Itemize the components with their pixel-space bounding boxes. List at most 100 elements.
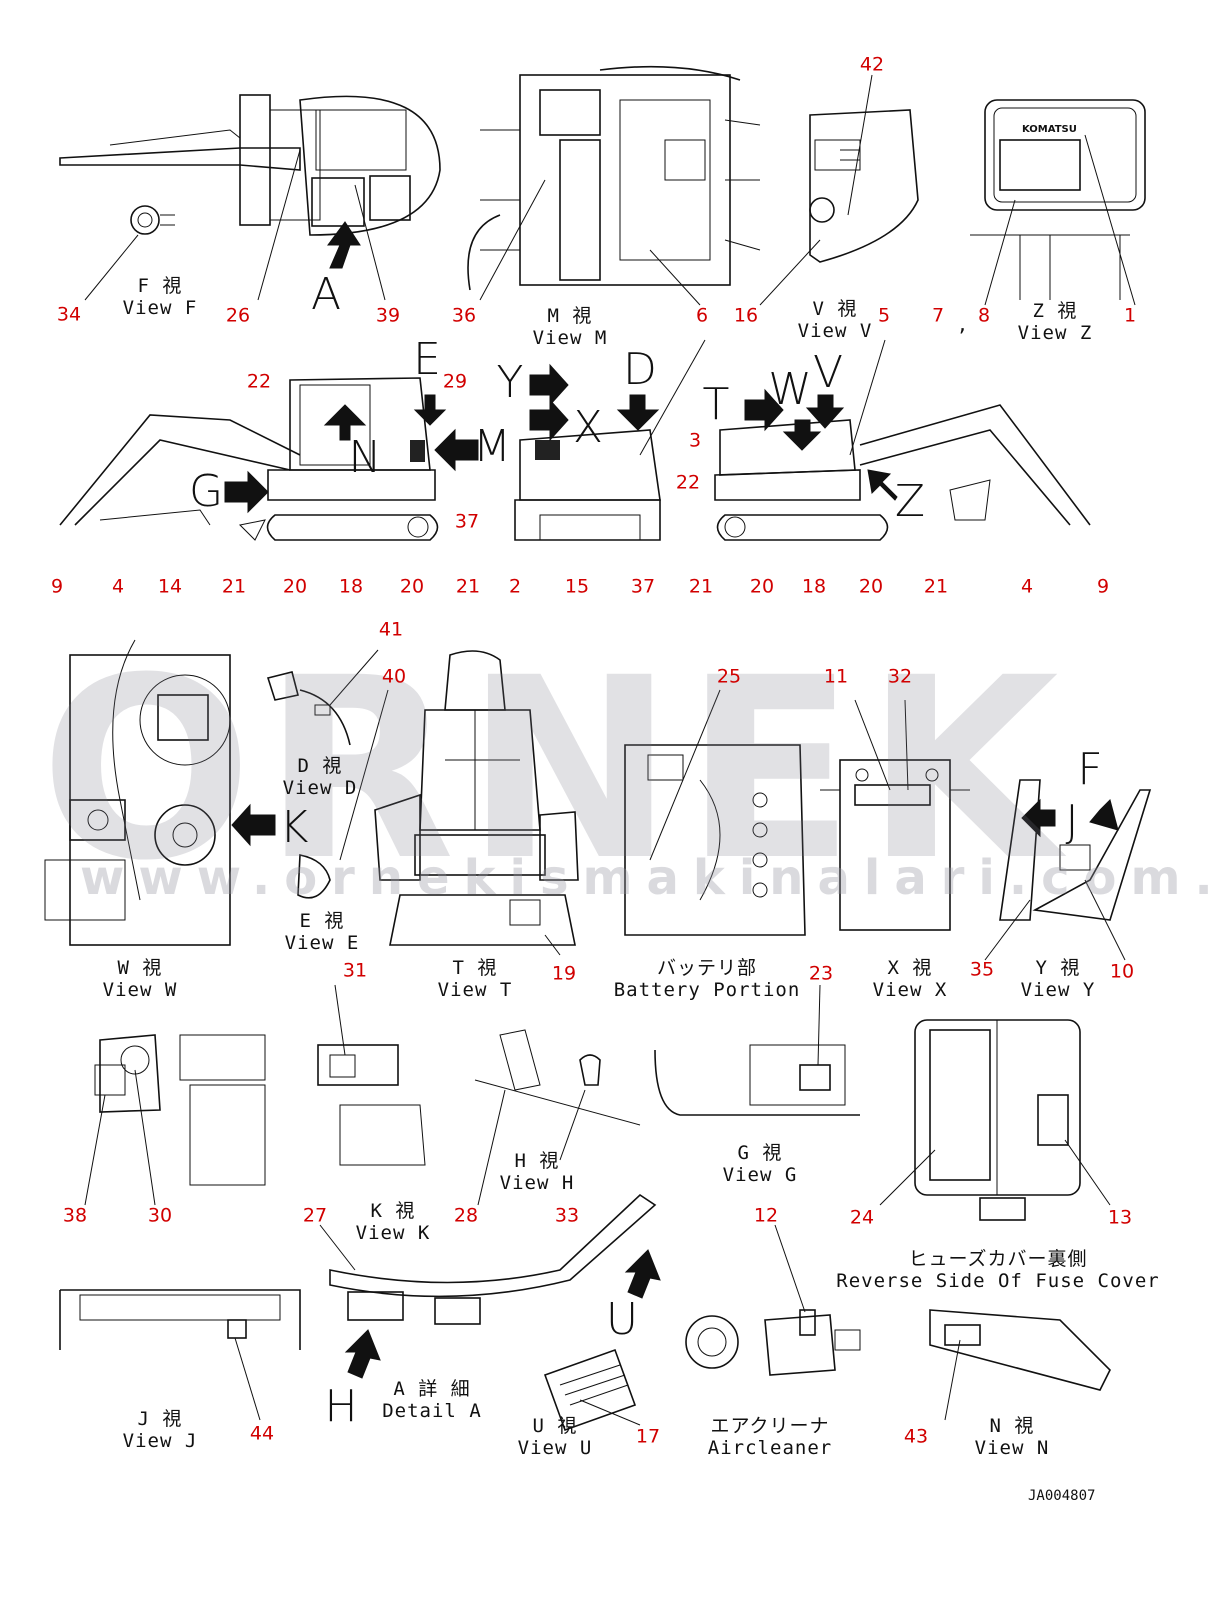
callout-31: 31 [342, 959, 368, 982]
view-letter-v: V [812, 347, 844, 398]
callout-21: 21 [221, 575, 247, 598]
callout-23: 23 [808, 962, 834, 985]
callout-7: 7 [931, 304, 945, 327]
callout-21b: 21 [455, 575, 481, 598]
callout-14: 14 [157, 575, 183, 598]
callout-18b: 18 [801, 575, 827, 598]
view-letter-a: A [310, 269, 342, 320]
callout-4b: 4 [1020, 575, 1034, 598]
callout-35: 35 [969, 958, 995, 981]
view-y-drawing [984, 779, 1152, 961]
callout-17: 17 [635, 1425, 661, 1448]
view-z-drawing: KOMATSU [970, 99, 1146, 306]
callout-37: 37 [454, 510, 480, 533]
machine-right-side-drawing [714, 339, 1091, 541]
view-t-drawing [374, 650, 579, 956]
callout-32: 32 [887, 665, 913, 688]
watermark-brand: ORNEK [40, 624, 1069, 915]
view-letter-n: N [348, 432, 382, 483]
callout-26: 26 [225, 304, 251, 327]
view-d-e-drawing [266, 649, 389, 899]
callout-27: 27 [302, 1204, 328, 1227]
callout-5: 5 [877, 304, 891, 327]
callout-20: 20 [282, 575, 308, 598]
callout-24: 24 [849, 1206, 875, 1229]
svg-text:KOMATSU: KOMATSU [1022, 124, 1077, 135]
view-letter-u: U [605, 1294, 639, 1345]
callout-21d: 21 [923, 575, 949, 598]
callout-28: 28 [453, 1204, 479, 1227]
callout-21c: 21 [688, 575, 714, 598]
callout-11: 11 [823, 665, 849, 688]
view-letter-x: X [572, 402, 604, 453]
callout-18: 18 [338, 575, 364, 598]
machine-left-side-drawing [59, 377, 479, 541]
document-id: JA004807 [1028, 1488, 1096, 1504]
callout-38: 38 [62, 1204, 88, 1227]
view-letter-d: D [623, 344, 657, 395]
callout-15: 15 [564, 575, 590, 598]
callout-12: 12 [753, 1204, 779, 1227]
callout-20d: 20 [858, 575, 884, 598]
callout-4: 4 [111, 575, 125, 598]
callout-39: 39 [375, 304, 401, 327]
view-x-drawing [820, 699, 970, 931]
view-f-drawing [59, 94, 441, 301]
callout-42: 42 [859, 53, 885, 76]
view-v-drawing [759, 74, 919, 306]
callout-1: 1 [1123, 304, 1137, 327]
callout-33: 33 [554, 1204, 580, 1227]
callout-43: 43 [903, 1425, 929, 1448]
view-letter-z: Z [894, 476, 926, 527]
callout-16: 16 [733, 304, 759, 327]
stray-mark: , [956, 314, 970, 336]
callout-2: 2 [508, 575, 522, 598]
callout-13: 13 [1107, 1206, 1133, 1229]
callout-20b: 20 [399, 575, 425, 598]
callout-36: 36 [451, 304, 477, 327]
view-letter-f: F [1077, 744, 1103, 795]
callout-3: 3 [688, 429, 702, 452]
callout-29: 29 [442, 370, 468, 393]
view-w-drawing [44, 639, 276, 946]
view-m-drawing [467, 65, 761, 306]
view-letter-j: J [1065, 796, 1079, 847]
watermark-url: www.ornekismakinalari.com.tr [80, 850, 1221, 906]
callout-22b: 22 [675, 471, 701, 494]
view-letter-y: Y [496, 357, 524, 408]
row5-drawings [59, 1193, 1111, 1432]
callout-20c: 20 [749, 575, 775, 598]
battery-portion-drawing [624, 689, 806, 936]
view-letter-w: W [768, 364, 812, 415]
callout-9: 9 [50, 575, 64, 598]
callout-41: 41 [378, 618, 404, 641]
view-letter-g: G [188, 466, 224, 517]
callout-22: 22 [246, 370, 272, 393]
callout-8: 8 [977, 304, 991, 327]
row4-drawings [84, 984, 1111, 1221]
view-letter-h: H [324, 1381, 358, 1432]
callout-44: 44 [249, 1422, 275, 1445]
machine-rear-drawing [514, 339, 706, 541]
callout-37b: 37 [630, 575, 656, 598]
